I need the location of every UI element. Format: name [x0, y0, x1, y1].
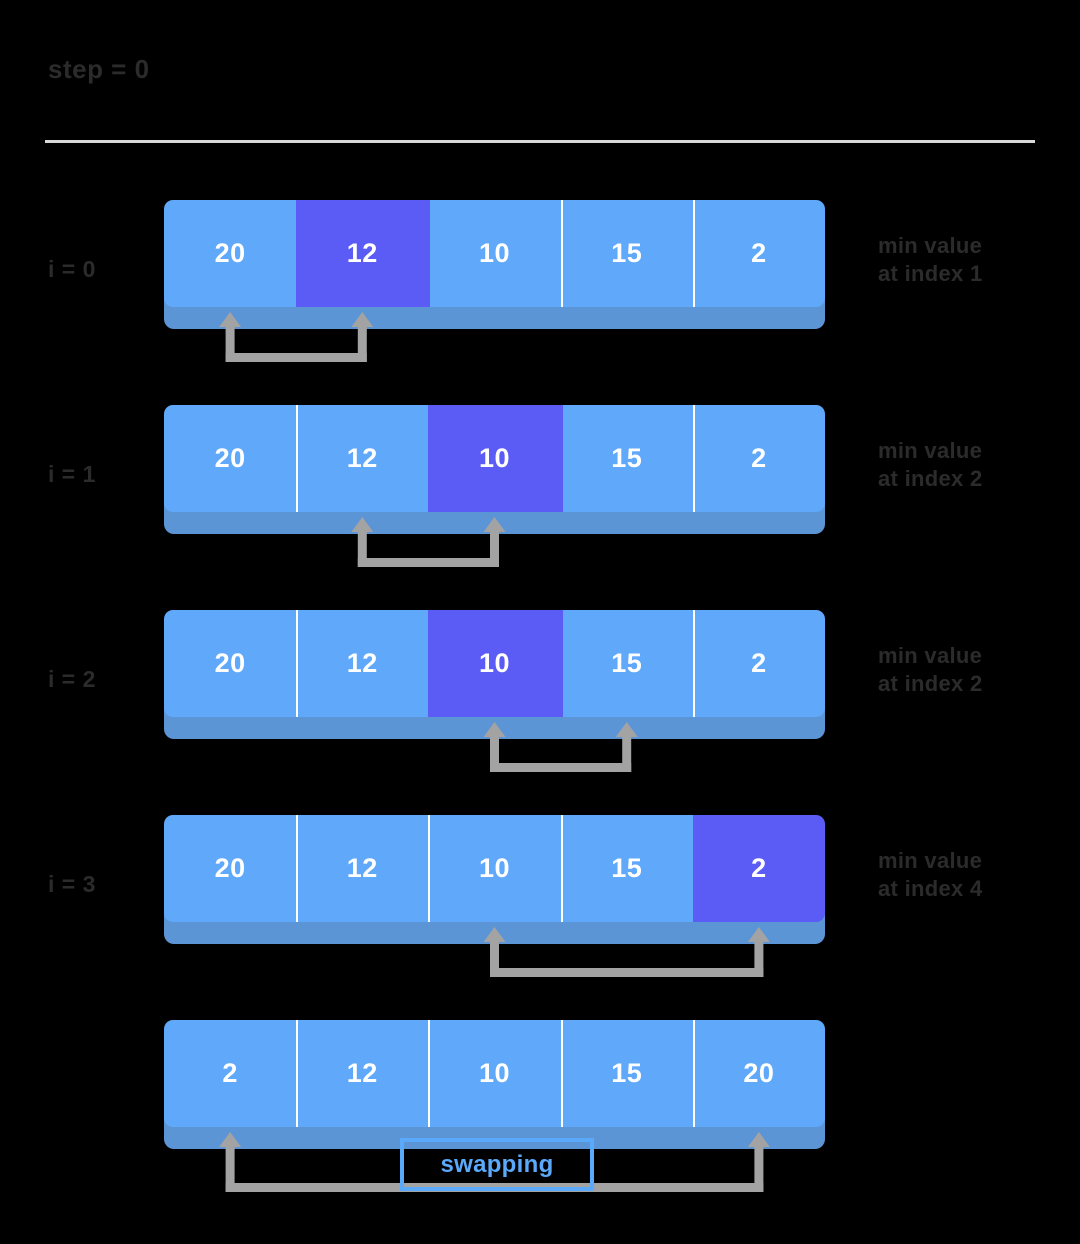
array-cell[interactable]: 12: [296, 610, 429, 717]
header-divider: [45, 140, 1035, 143]
array-cell[interactable]: 12: [296, 1020, 429, 1127]
array-cell[interactable]: 2: [692, 405, 825, 512]
row-index-label: i = 1: [48, 461, 96, 487]
array-cell[interactable]: 2: [164, 1020, 297, 1127]
array-cell[interactable]: 15: [560, 200, 693, 307]
array-cell[interactable]: 12: [296, 815, 429, 922]
array-cell[interactable]: 10: [428, 815, 561, 922]
array-cell[interactable]: 20: [164, 200, 297, 307]
array-cell-highlighted[interactable]: 10: [428, 405, 561, 512]
array-cell-highlighted[interactable]: 2: [692, 815, 825, 922]
row-index-label: i = 3: [48, 871, 96, 897]
row-note: min value at index 2: [878, 438, 983, 492]
row-index-label: i = 0: [48, 256, 96, 282]
array-cell[interactable]: 20: [164, 610, 297, 717]
row-note: min value at index 1: [878, 233, 983, 287]
array-cell[interactable]: 20: [164, 405, 297, 512]
array-cell[interactable]: 20: [164, 815, 297, 922]
array-cell[interactable]: 2: [692, 610, 825, 717]
row-note: min value at index 2: [878, 643, 983, 697]
array-cell[interactable]: 15: [560, 610, 693, 717]
array-cell[interactable]: 20: [692, 1020, 825, 1127]
array-cell[interactable]: 15: [560, 405, 693, 512]
swapping-label: swapping: [440, 1150, 554, 1178]
row-index-label: i = 2: [48, 666, 96, 692]
array-cell[interactable]: 10: [428, 1020, 561, 1127]
array-cell[interactable]: 2: [692, 200, 825, 307]
row-note: min value at index 4: [878, 848, 983, 902]
array-cell[interactable]: 12: [296, 405, 429, 512]
array-cell[interactable]: 10: [428, 200, 561, 307]
array-cell-highlighted[interactable]: 12: [296, 200, 429, 307]
array-cell[interactable]: 15: [560, 815, 693, 922]
array-cell-highlighted[interactable]: 10: [428, 610, 561, 717]
page-title: step = 0: [48, 54, 150, 84]
array-cell[interactable]: 15: [560, 1020, 693, 1127]
swapping-badge: swapping: [400, 1138, 594, 1191]
